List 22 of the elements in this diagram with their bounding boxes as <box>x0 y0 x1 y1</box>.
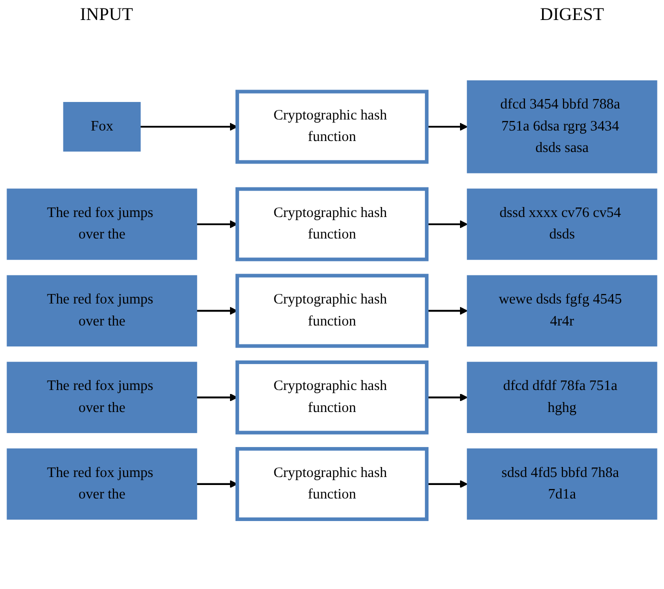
node-box: The red fox jumps over the <box>6 448 198 520</box>
node-box: The red fox jumps over the <box>6 362 198 434</box>
column-heading: DIGEST <box>540 4 604 25</box>
node-box: dssd xxxx cv76 cv54 dsds <box>466 188 658 260</box>
arrow <box>426 393 468 402</box>
node-box: Cryptographic hash function <box>235 274 429 348</box>
node-box: Cryptographic hash function <box>235 187 429 262</box>
node-box: Fox <box>63 102 141 152</box>
node-box: Cryptographic hash function <box>235 447 429 522</box>
arrow <box>426 480 468 488</box>
node-box: dfcd dfdf 78fa 751a hghg <box>466 362 658 434</box>
node-box: Cryptographic hash function <box>235 360 429 434</box>
arrow <box>426 122 468 131</box>
arrow <box>426 220 468 228</box>
node-box: sdsd 4fd5 bbfd 7h8a 7d1a <box>466 448 658 520</box>
node-box: dfcd 3454 bbfd 788a 751a 6dsa rgrg 3434 dsds sasa <box>466 80 658 174</box>
column-heading: INPUT <box>80 4 133 25</box>
node-box: wewe dsds fgfg 4545 4r4r <box>466 275 658 346</box>
node-box: The red fox jumps over the <box>6 275 198 346</box>
arrow <box>426 306 468 315</box>
node-box: Cryptographic hash function <box>235 90 429 164</box>
node-box: The red fox jumps over the <box>6 188 198 260</box>
